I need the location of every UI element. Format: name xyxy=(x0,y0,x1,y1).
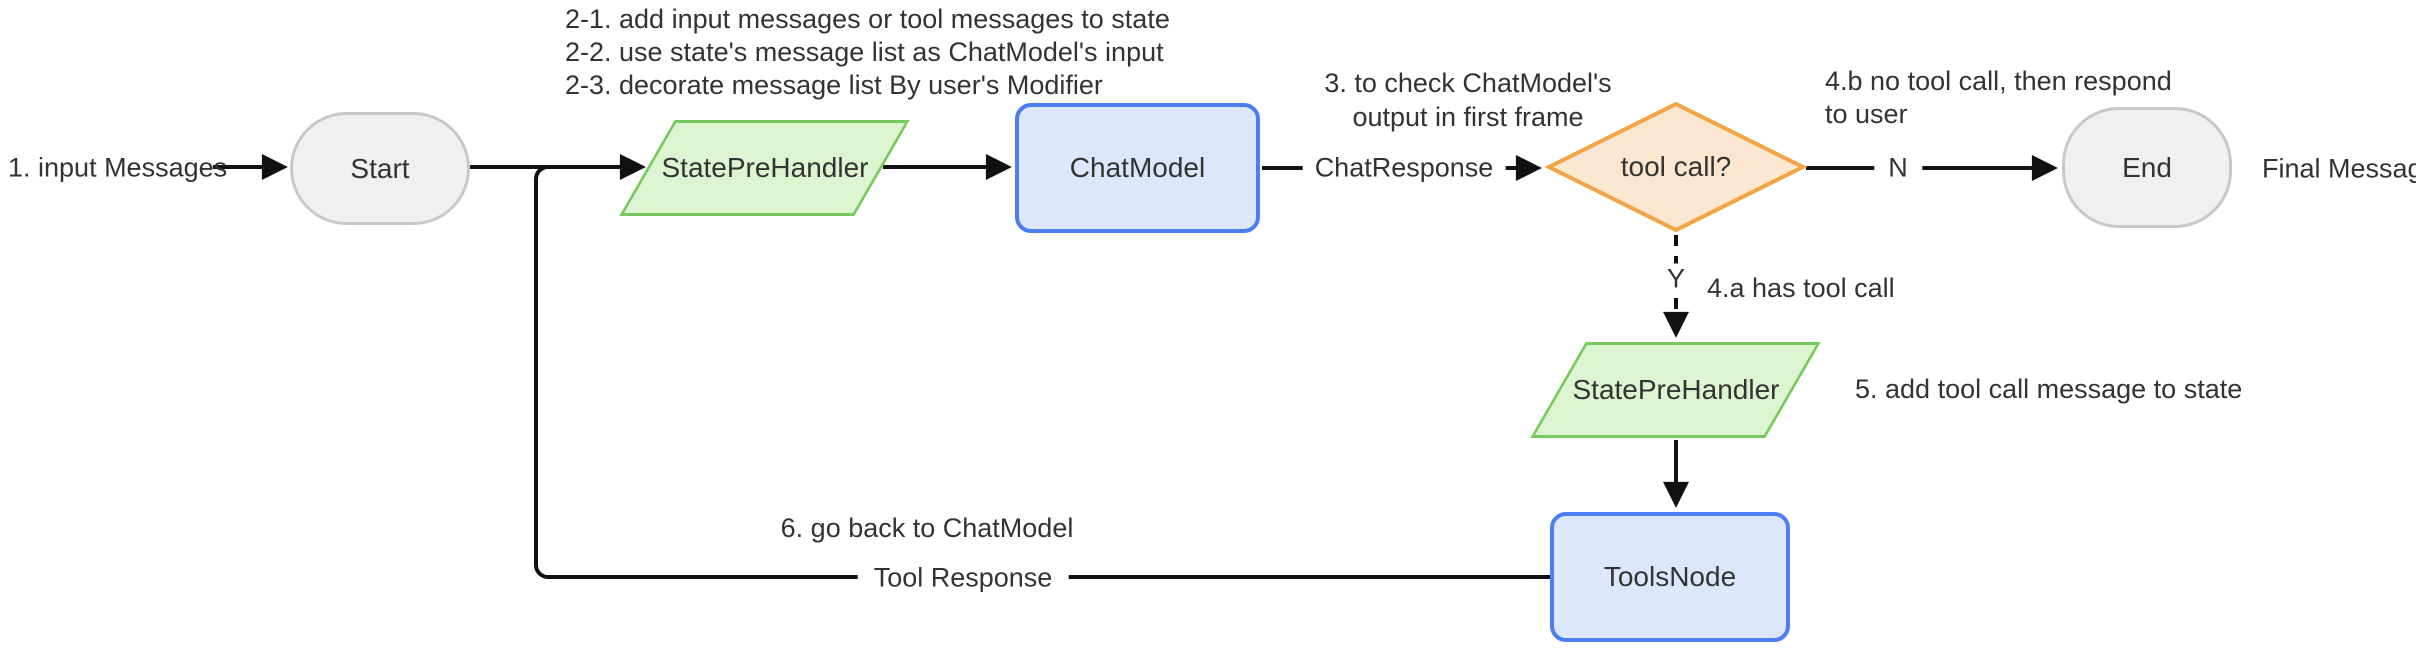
annotation-step4a: 4.a has tool call xyxy=(1707,273,1895,303)
decision-diamond-shape xyxy=(1544,101,1808,233)
edge-label-tool-response: Tool Response xyxy=(857,562,1069,594)
annotation-step6: 6. go back to ChatModel xyxy=(780,513,1074,543)
annotation-step4b: 4.b no tool call, then respond to user xyxy=(1825,65,2172,131)
annotation-step3: 3. to check ChatModel's output in first … xyxy=(1324,66,1611,134)
node-tool-call-decision: tool call? xyxy=(1544,101,1808,233)
node-start: Start xyxy=(290,112,470,225)
node-state-pre-handler-1: StatePreHandler xyxy=(619,120,910,216)
annotation-step2-line1: 2-1. add input messages or tool messages… xyxy=(565,4,1170,34)
annotation-step2: 2-1. add input messages or tool messages… xyxy=(565,3,1170,102)
edge-label-chat-response: ChatResponse xyxy=(1302,152,1506,184)
annotation-step3-line2: output in first frame xyxy=(1352,102,1584,132)
node-end-label: End xyxy=(2122,151,2172,183)
annotation-step2-line2: 2-2. use state's message list as ChatMod… xyxy=(565,37,1164,67)
node-chat-model: ChatModel xyxy=(1015,103,1260,233)
annotation-step3-line1: 3. to check ChatModel's xyxy=(1324,68,1612,98)
node-state-pre-handler-1-label: StatePreHandler xyxy=(661,152,869,183)
annotation-step2-line3: 2-3. decorate message list By user's Mod… xyxy=(565,70,1103,100)
node-tools-node: ToolsNode xyxy=(1550,512,1790,642)
node-tools-node-label: ToolsNode xyxy=(1603,561,1737,592)
node-state-pre-handler-2-label: StatePreHandler xyxy=(1572,374,1780,405)
edge-label-no-branch: N xyxy=(1874,152,1922,184)
edge-label-yes-branch: Y xyxy=(1658,263,1694,295)
annotation-step5: 5. add tool call message to state xyxy=(1855,374,2243,404)
node-chat-model-label: ChatModel xyxy=(1069,152,1206,183)
edge-label-input-messages: 1. input Messages xyxy=(8,152,228,183)
edge-toolsnode-loop-to-prehandler1 xyxy=(534,165,1550,579)
annotation-step4b-line1: 4.b no tool call, then respond xyxy=(1825,66,2172,96)
annotation-step4b-line2: to user xyxy=(1825,99,1908,129)
node-start-label: Start xyxy=(350,152,410,184)
edge-label-final-message: Final Message xyxy=(2262,153,2416,184)
node-state-pre-handler-2: StatePreHandler xyxy=(1530,342,1821,438)
node-end: End xyxy=(2062,107,2232,228)
node-tool-call-decision-label: tool call? xyxy=(1620,151,1732,182)
